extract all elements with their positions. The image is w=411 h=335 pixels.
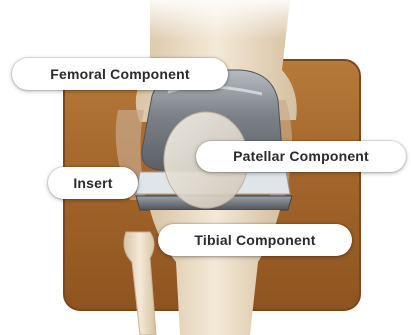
tibial-component-label: Tibial Component [158,224,352,256]
insert-label: Insert [48,167,138,199]
patellar-component-label: Patellar Component [196,141,406,172]
femoral-component-label: Femoral Component [12,58,228,90]
